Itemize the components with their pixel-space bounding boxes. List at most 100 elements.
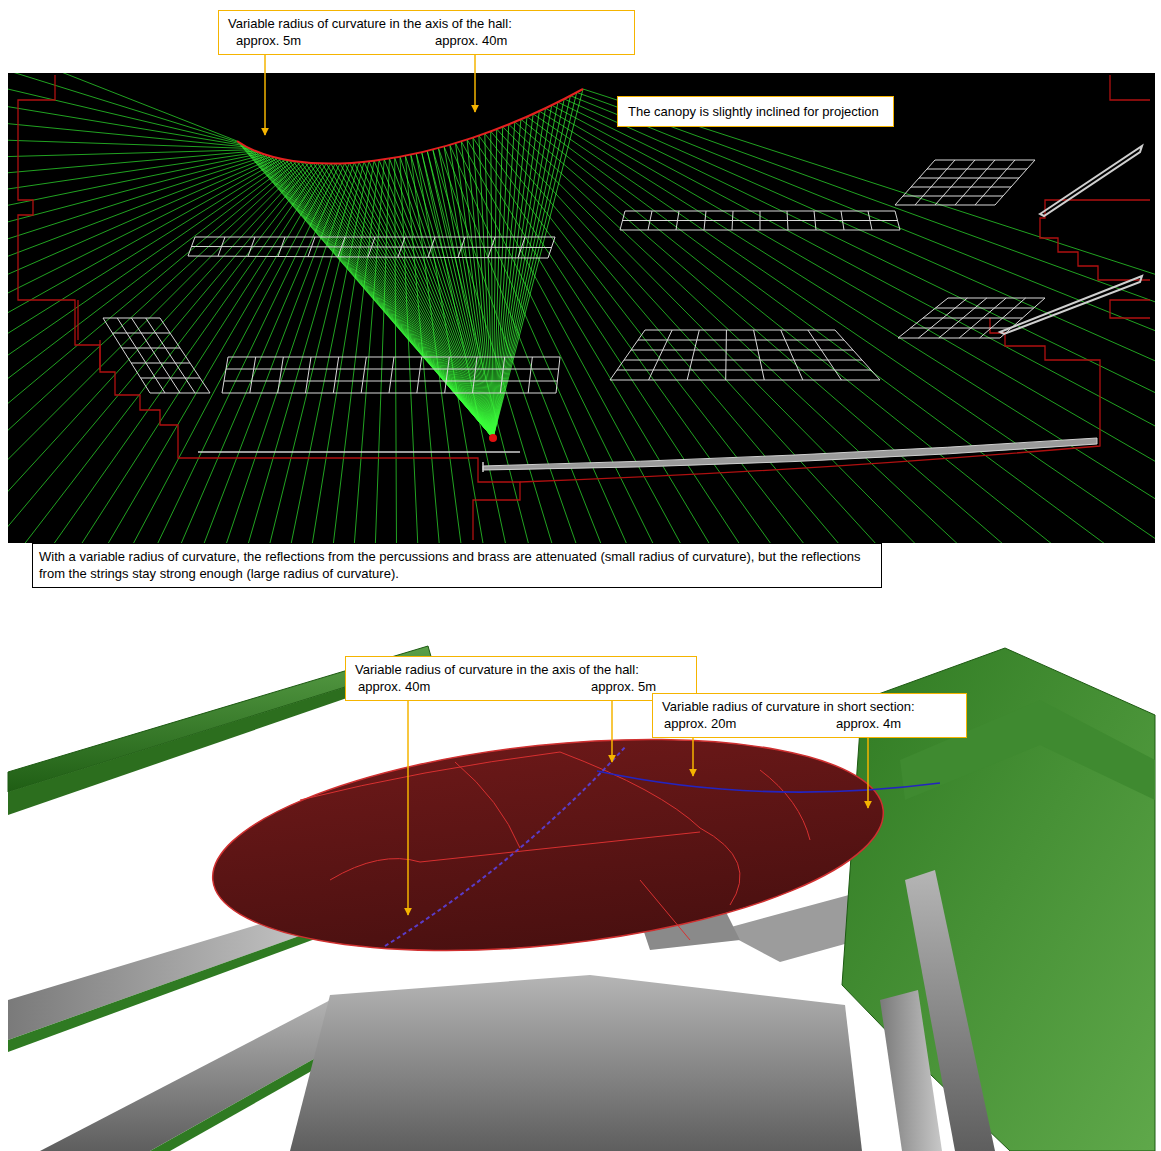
incident-ray: [297, 162, 493, 438]
panel-grid: [224, 381, 557, 382]
panel-grid: [150, 393, 210, 394]
panel-grid: [141, 378, 200, 379]
reflector-panel: [895, 160, 1035, 205]
incident-ray: [354, 163, 493, 438]
panel-grid: [895, 205, 995, 206]
callout-text: Variable radius of curvature in the axis…: [355, 661, 639, 678]
canopy-surface: [202, 710, 893, 979]
incident-ray: [493, 99, 564, 438]
reflected-ray: [479, 136, 1155, 543]
incident-ray: [349, 163, 493, 438]
reflected-ray: [583, 89, 1155, 543]
incident-ray: [258, 152, 493, 438]
hall-wall: [1110, 75, 1150, 100]
reflector-panel: [610, 330, 880, 380]
incident-ray: [261, 153, 493, 438]
panel-grid: [131, 363, 190, 364]
reflected-ray: [8, 156, 271, 543]
panel-grid: [903, 196, 1003, 197]
canopy-seam: [300, 752, 560, 800]
reflected-ray: [8, 73, 242, 144]
incident-ray: [318, 163, 493, 438]
stage-elements: [198, 146, 1142, 472]
panel-grid: [995, 160, 1035, 205]
reflected-ray: [8, 73, 244, 146]
stage-reflector: [290, 975, 862, 1151]
panel-grid: [445, 357, 450, 393]
hall-outline: [18, 75, 1150, 540]
callout-text: The canopy is slightly inclined for proj…: [628, 103, 879, 120]
panel-grid: [625, 211, 895, 212]
panel-grid: [389, 357, 394, 393]
incident-ray: [438, 148, 493, 438]
reflected-ray: [411, 155, 642, 543]
panel-grid: [898, 338, 1000, 339]
panel-grid: [192, 247, 552, 248]
radius-value: approx. 20m: [664, 715, 736, 732]
callout-box: Variable radius of curvature in short se…: [652, 693, 967, 738]
panel-grid: [808, 330, 842, 380]
incident-ray: [493, 92, 577, 438]
panel-grid: [948, 298, 1045, 299]
reflected-ray: [8, 163, 309, 543]
panel-grid: [103, 318, 150, 393]
panel-grid: [610, 380, 880, 381]
panel-grid: [610, 330, 645, 380]
incident-ray: [493, 102, 558, 438]
incident-ray: [369, 161, 493, 438]
stage-line: [198, 451, 520, 453]
panel-grid: [631, 350, 853, 351]
panel-grid: [122, 348, 180, 349]
panel-grid: [112, 333, 170, 334]
incident-ray: [309, 163, 493, 438]
balcony-panel: [1040, 146, 1142, 216]
leader-arrow: [407, 701, 409, 915]
canopy-seam: [640, 880, 690, 940]
panel-grid: [473, 357, 478, 393]
panel-grid: [617, 370, 871, 371]
panel-grid: [146, 318, 195, 393]
incident-ray: [305, 162, 493, 438]
axis-curve: [385, 746, 626, 946]
panel-grid: [500, 357, 504, 393]
value-row: approx. 40mapprox. 5m: [355, 678, 687, 695]
incident-ray: [345, 163, 493, 438]
balcony-panel: [1000, 276, 1142, 334]
panel-grid: [927, 169, 1027, 170]
short-section-curve: [597, 771, 940, 792]
canopy-section: [237, 89, 583, 164]
reflected-ray: [245, 159, 385, 543]
incident-ray: [364, 162, 493, 438]
incident-ray: [493, 105, 552, 438]
incident-ray: [493, 89, 583, 438]
radius-value: approx. 4m: [836, 715, 901, 732]
leader-arrow: [692, 738, 694, 776]
panel-grid: [222, 393, 556, 394]
panel-grid: [132, 318, 181, 393]
reflected-ray: [88, 161, 374, 543]
leader-lines: [265, 55, 868, 915]
caption-text: With a variable radius of curvature, the…: [39, 548, 875, 582]
panel-grid: [936, 308, 1034, 309]
reflected-ray: [324, 159, 390, 543]
incident-ray: [335, 164, 493, 438]
reflected-ray: [8, 157, 275, 543]
panel-grid: [781, 330, 803, 380]
reflected-ray: [485, 134, 1155, 543]
canopy-seam: [330, 859, 420, 880]
incident-ray: [444, 146, 493, 438]
reflected-ray: [8, 164, 331, 543]
reflected-ray: [8, 73, 247, 147]
callout-box: Variable radius of curvature in the axis…: [218, 10, 635, 55]
reflected-ray: [8, 163, 322, 543]
reflected-ray: [473, 138, 1155, 543]
incident-ray: [433, 150, 493, 438]
incident-ray: [242, 144, 493, 438]
reflected-ray: [8, 161, 293, 543]
panel-grid: [278, 357, 284, 393]
leader-arrow: [474, 55, 476, 112]
panel-grid: [226, 369, 559, 370]
incident-ray: [285, 160, 493, 438]
canopy-seam: [420, 832, 700, 862]
canopy-shape: [202, 710, 893, 979]
